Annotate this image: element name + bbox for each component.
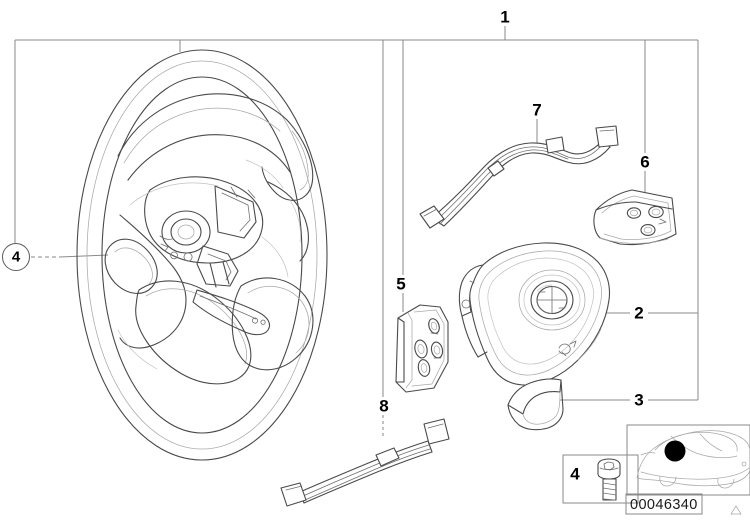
callout-label-3: 3 — [634, 390, 644, 410]
callout-leader-lines — [14, 26, 699, 437]
bmw-roundel — [518, 269, 586, 331]
screw-detail-label: 4 — [570, 464, 580, 484]
callout-label-1: 1 — [500, 7, 510, 27]
callout-label-7: 7 — [532, 100, 542, 120]
switch-panel-right — [593, 189, 677, 246]
airbag-module — [458, 242, 611, 386]
part-number-box — [625, 493, 742, 515]
steering-wheel-assembly — [76, 49, 328, 461]
callout-label-2: 2 — [634, 303, 644, 323]
vehicle-location-box — [626, 424, 750, 496]
callout-label-4: 4 — [11, 248, 21, 266]
airbag-marking — [558, 340, 577, 357]
callout-label-6: 6 — [640, 152, 650, 172]
callout-label-5: 5 — [396, 274, 406, 294]
leader-4-b — [59, 254, 109, 258]
switch-panel-left — [395, 304, 449, 393]
callout-circle-4: 4 — [2, 243, 30, 271]
wiring-harness-upper — [419, 125, 619, 229]
location-marker-dot — [664, 440, 686, 462]
part-number-text: 00046340 — [630, 497, 698, 513]
wiring-harness-lower — [280, 418, 450, 507]
callout-label-8: 8 — [379, 396, 389, 416]
screw-detail-box — [562, 454, 639, 504]
trim-cover — [507, 378, 564, 431]
steering-wheel-hub — [144, 176, 271, 336]
